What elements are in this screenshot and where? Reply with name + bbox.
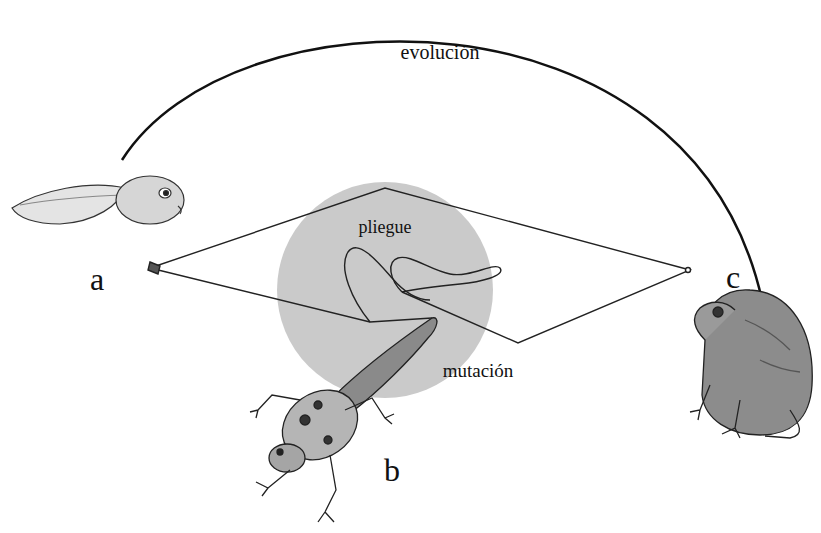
arc-label: evolución [401, 42, 480, 62]
froglet [250, 318, 437, 522]
stage-letter: c [726, 261, 740, 293]
stage-letter: b [384, 454, 400, 486]
tadpole [12, 176, 184, 224]
fold-label: pliegue [359, 218, 412, 236]
frog [690, 290, 812, 438]
evolution-arc [122, 41, 762, 300]
stage-letter: a [90, 263, 104, 295]
mutation-label: mutación [443, 361, 514, 380]
fold-sheet [148, 188, 691, 343]
